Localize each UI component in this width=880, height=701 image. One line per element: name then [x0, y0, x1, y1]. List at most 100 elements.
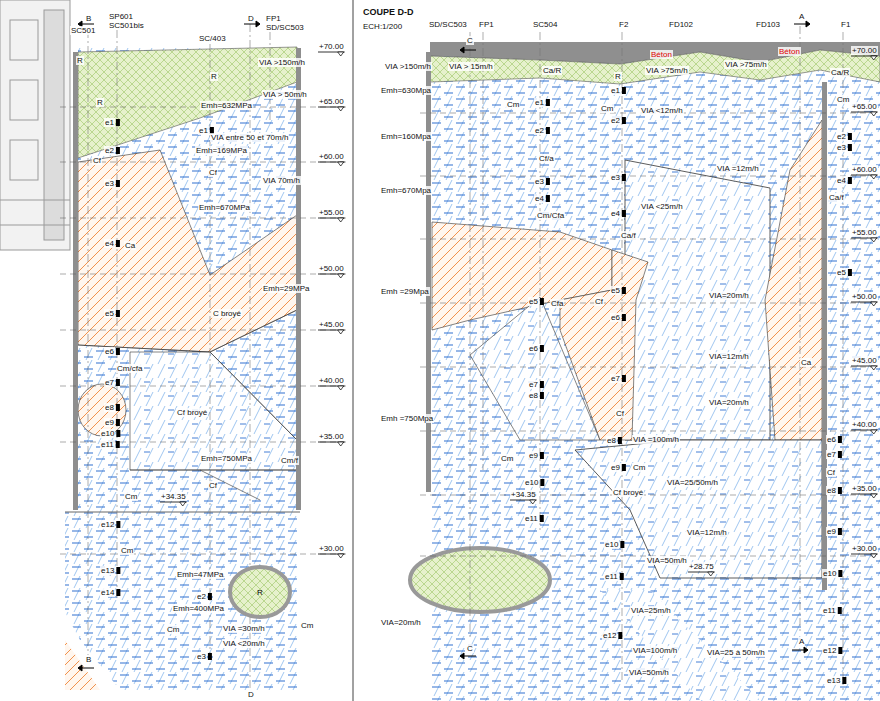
elevation-triangle — [338, 554, 344, 558]
test-point: e12 — [822, 646, 837, 655]
soil-label: VIA =100m/h — [632, 435, 680, 444]
elevation-triangle — [871, 430, 877, 434]
soil-label: Cm — [836, 95, 850, 104]
test-point: e9 — [826, 527, 837, 536]
elevation-triangle — [871, 494, 877, 498]
test-marker — [116, 180, 120, 187]
soil-label: Cm/Cfa — [536, 211, 565, 220]
test-marker — [848, 269, 852, 276]
test-point: e10 — [604, 540, 619, 549]
test-marker — [116, 348, 120, 355]
soil-label: VIA=12m/h — [708, 352, 750, 361]
elevation-mark: +65.00 — [318, 97, 345, 106]
soil-label: Emh=750MPa — [200, 454, 253, 463]
test-point: e11 — [100, 440, 115, 449]
test-marker — [838, 451, 842, 458]
elevation-triangle — [871, 238, 877, 242]
elevation-mark: +50.00 — [851, 292, 878, 301]
soil-label: VIA >75m/h — [724, 60, 768, 69]
soil-label: VIA=20m/h — [708, 398, 750, 407]
test-marker — [116, 521, 120, 528]
soil-label: Cm/f — [280, 456, 299, 465]
test-marker — [540, 392, 544, 399]
test-marker — [116, 441, 120, 448]
elevation-triangle — [338, 330, 344, 334]
test-marker — [618, 632, 622, 639]
soil-label: C broyé — [212, 309, 242, 318]
soil-label: Cm — [506, 100, 520, 109]
soil-label: B — [85, 14, 92, 23]
test-point: e4 — [534, 194, 545, 203]
test-marker — [546, 178, 550, 185]
soil-label: Emh=169MPa — [195, 146, 248, 155]
soil-lens — [65, 640, 100, 690]
soil-light — [600, 590, 760, 700]
test-marker — [546, 99, 550, 106]
test-point: e8 — [104, 403, 115, 412]
soil-label: R — [96, 98, 104, 107]
soil-label: F2 — [618, 20, 629, 29]
test-point: e6 — [104, 347, 115, 356]
elevation-mark: +60.00 — [318, 152, 345, 161]
soil-label: Cm — [120, 546, 134, 555]
soil-label: SP601 — [108, 12, 134, 21]
concrete-label: Béton — [650, 50, 673, 59]
elevation-mark: +60.00 — [851, 165, 878, 174]
test-marker — [838, 487, 842, 494]
soil-label: Cf — [208, 168, 218, 177]
section-arrow — [78, 21, 260, 671]
soil-label: Cf/a — [538, 154, 555, 163]
test-marker — [116, 119, 120, 126]
test-point: e11 — [604, 572, 619, 581]
elevation-triangle — [338, 218, 344, 222]
soil-label: SC504 — [532, 20, 558, 29]
test-point: e4 — [610, 209, 621, 218]
soil-label: R — [76, 56, 84, 65]
soil-label: VIA =12m/h — [716, 164, 760, 173]
soil-label: VIA=25/50m/h — [666, 478, 719, 487]
soil-label: Ca — [124, 241, 136, 250]
soil-cf — [130, 352, 297, 470]
soil-label: VIA <12m/h — [640, 106, 684, 115]
test-marker — [540, 515, 544, 522]
soil-label: VIA > 50m/h — [262, 90, 308, 99]
test-marker — [116, 404, 120, 411]
soil-label: VIA >150m/h — [258, 58, 306, 67]
test-point: e13 — [826, 676, 841, 685]
test-point: e7 — [104, 378, 115, 387]
test-marker — [622, 314, 626, 321]
test-point: e2 — [196, 592, 207, 601]
test-marker — [620, 573, 624, 580]
soil-label: VIA=25 à 50m/h — [706, 648, 766, 657]
soil-label: SC501bis — [108, 21, 145, 30]
test-marker — [540, 452, 544, 459]
elevation-mark: +40.00 — [318, 376, 345, 385]
test-marker — [208, 593, 212, 600]
backfill — [430, 50, 880, 84]
test-marker — [618, 437, 622, 444]
soil-label: SC/403 — [198, 34, 227, 43]
elevation-mark: +34.35 — [510, 490, 537, 499]
soil-label: Emh=670MPa — [198, 203, 251, 212]
test-point: e11 — [822, 606, 837, 615]
elevation-mark: +40.00 — [851, 420, 878, 429]
test-marker — [116, 589, 120, 596]
soil-label: Emh=632MPa — [200, 101, 253, 110]
elevation-triangle — [338, 52, 344, 56]
soil-label: VIA=12m/h — [686, 528, 728, 537]
test-marker — [622, 210, 626, 217]
test-point: e3 — [610, 173, 621, 182]
elevation-mark: +35.00 — [851, 484, 878, 493]
test-marker — [540, 479, 544, 486]
test-point: e1 — [104, 118, 115, 127]
soil-label: F1 — [840, 20, 851, 29]
soil-label: D — [247, 690, 255, 699]
soil-label: VIA entre 50 et 70m/h — [210, 133, 289, 142]
soil-label: Emh=160Mpa — [380, 132, 432, 141]
soil-label: SC501 — [70, 26, 96, 35]
test-marker — [848, 177, 852, 184]
soil-label: Cf — [826, 468, 836, 477]
section-title: COUPE D-D — [362, 8, 415, 17]
soil-label: VIA=20m/h — [380, 618, 422, 627]
soil-label: Emh=47MPa — [176, 570, 224, 579]
